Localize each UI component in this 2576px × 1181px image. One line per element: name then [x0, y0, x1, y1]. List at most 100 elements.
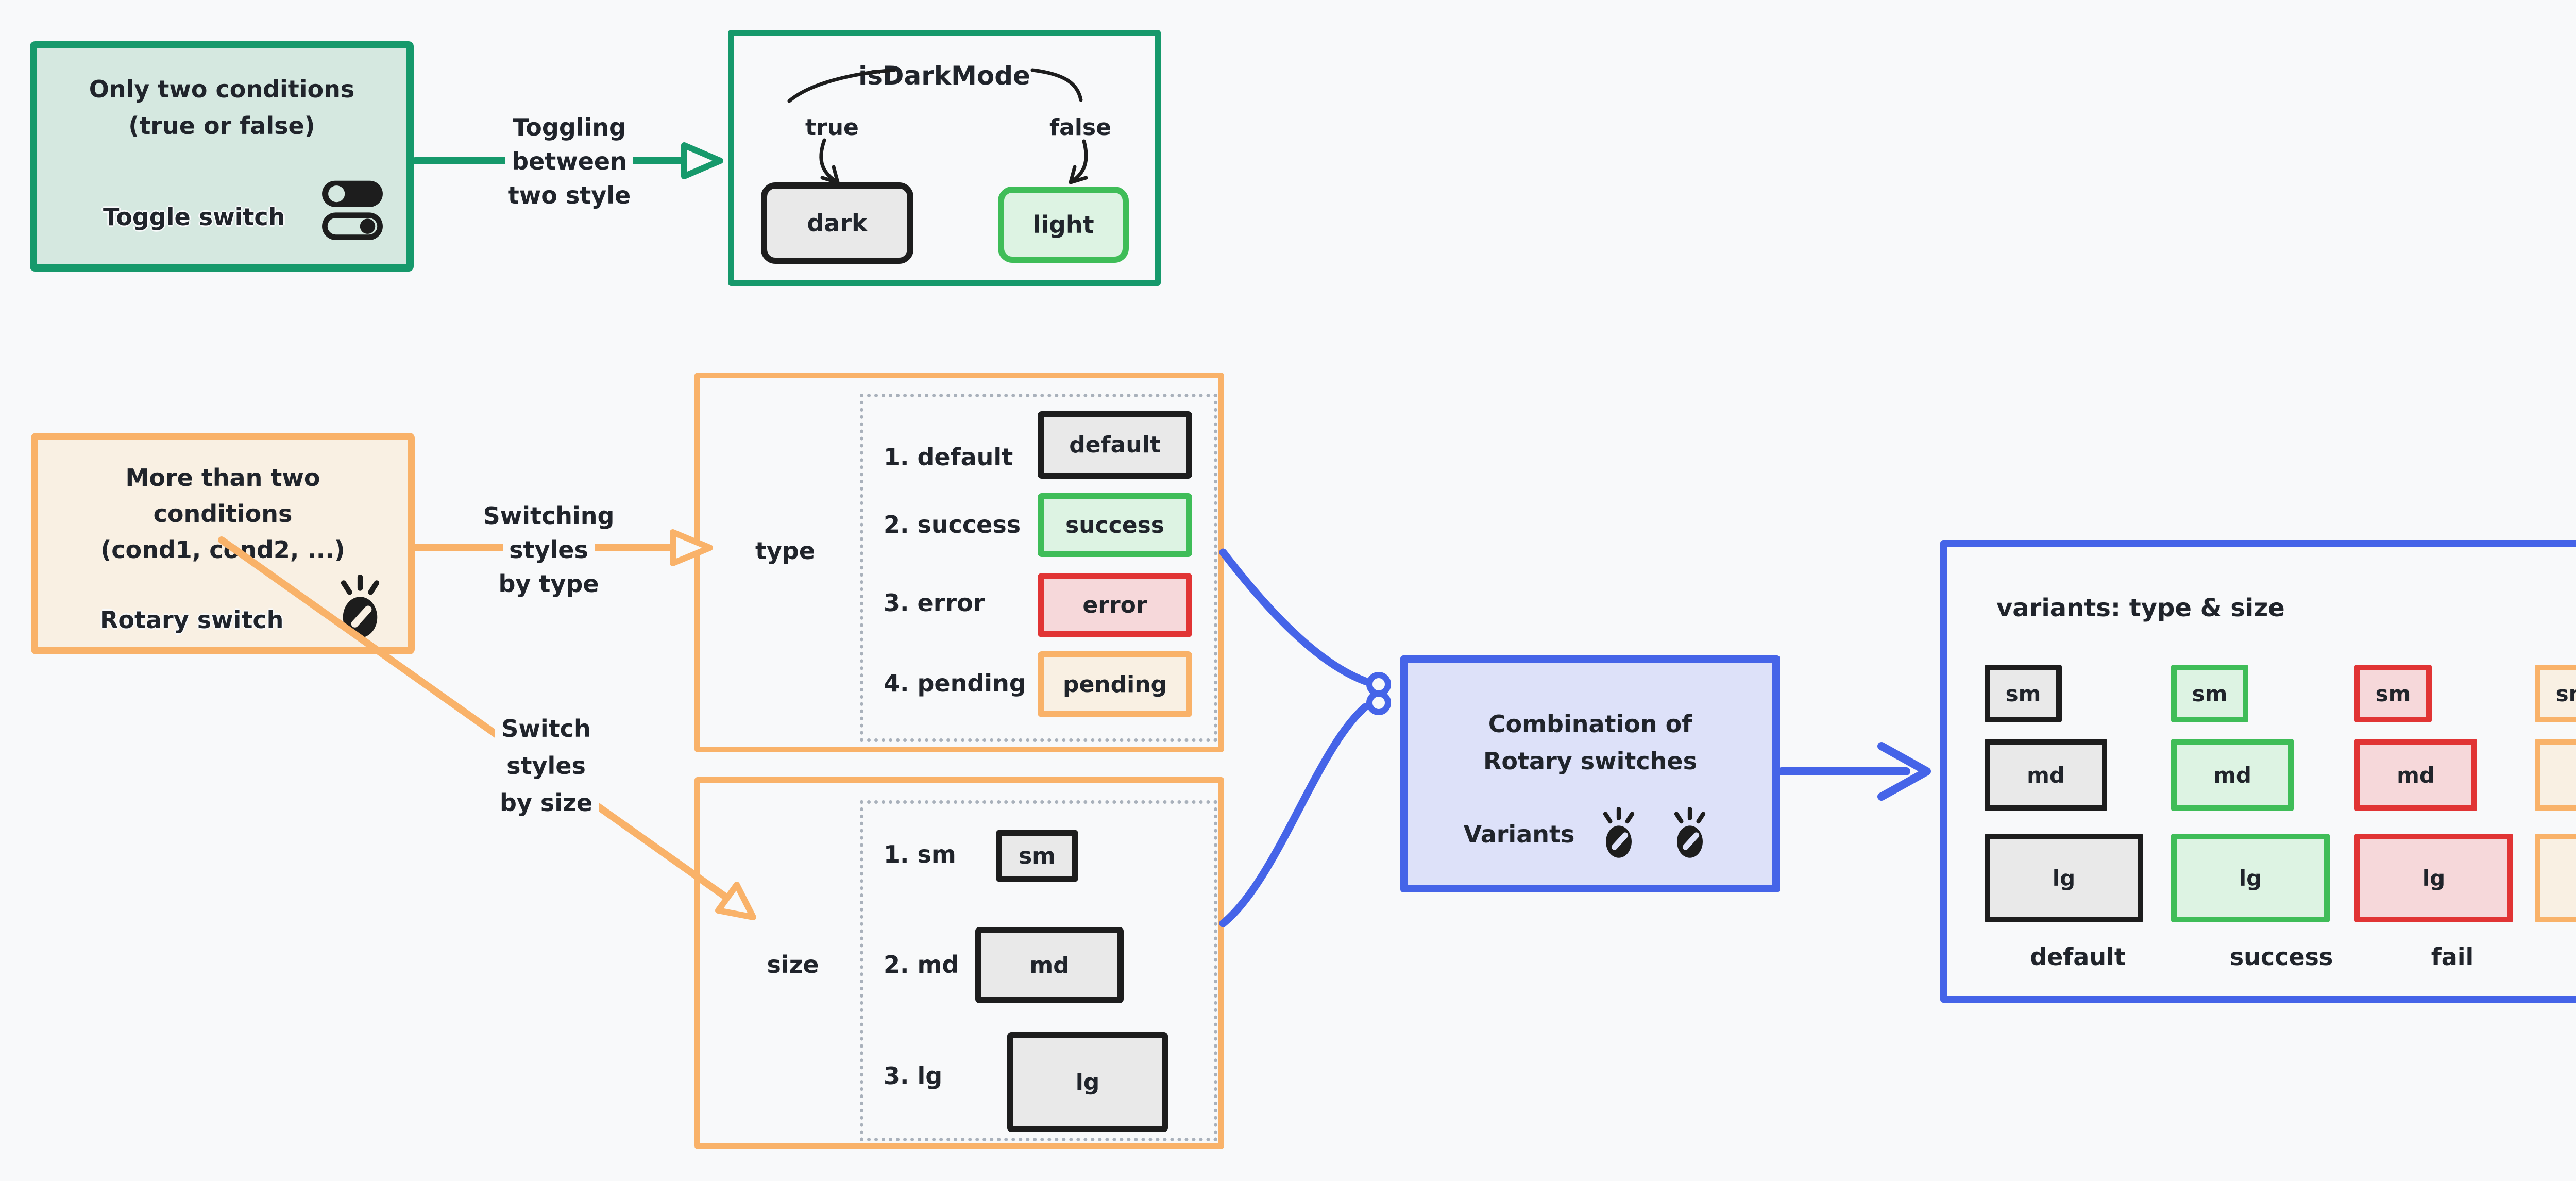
- isdarkmode-label[interactable]: isDarkMode: [858, 61, 1030, 91]
- rotary-switch-icon[interactable]: [327, 575, 393, 641]
- switching-by-type-label[interactable]: Switching styles by type: [461, 499, 636, 601]
- variant-column-label[interactable]: fail: [2431, 943, 2474, 971]
- combination-box[interactable]: Combination of Rotary switches Variants: [1400, 655, 1780, 892]
- connector-endpoint-circle[interactable]: [1366, 672, 1391, 697]
- variant-column-label[interactable]: default: [2030, 943, 2126, 971]
- chip-text: default: [1069, 432, 1161, 458]
- rotary-switch-icon[interactable]: [1592, 807, 1646, 861]
- dark-chip-label: dark: [807, 209, 868, 237]
- type-chip-default[interactable]: default: [1038, 411, 1192, 479]
- arrow-label-line: Switch: [495, 710, 597, 747]
- type-item-label: 4. pending: [884, 669, 1026, 697]
- arrow-combination-to-variants[interactable]: [1777, 742, 1931, 801]
- toggle-condition-line: Only two conditions: [89, 75, 355, 103]
- type-label[interactable]: type: [755, 537, 816, 565]
- chip-text: sm: [2555, 681, 2576, 706]
- variants-title[interactable]: variants: type & size: [1996, 594, 2285, 622]
- size-chip-md[interactable]: md: [975, 927, 1124, 1003]
- connector-size-to-combination[interactable]: [1219, 690, 1391, 927]
- false-label[interactable]: false: [1049, 114, 1111, 141]
- arrow-label-line: styles: [503, 533, 595, 567]
- type-item-label: 3. error: [884, 589, 985, 617]
- size-item-label: 1. sm: [884, 840, 956, 868]
- rotary-condition-box[interactable]: More than two conditions (cond1, cond2, …: [31, 433, 415, 654]
- variant-column-label[interactable]: success: [2229, 943, 2333, 971]
- variant-chip-fail-sm[interactable]: sm: [2354, 665, 2432, 722]
- arrow-label-line: two style: [501, 178, 637, 212]
- connector-endpoint-circle[interactable]: [1366, 690, 1391, 715]
- chip-text: md: [2213, 762, 2251, 788]
- size-label[interactable]: size: [767, 951, 819, 978]
- variant-chip-success-sm[interactable]: sm: [2171, 665, 2248, 722]
- rotary-condition-line: conditions: [153, 500, 293, 528]
- light-chip-label: light: [1032, 211, 1094, 239]
- chip-text: lg: [2422, 865, 2446, 891]
- variant-chip-pending-md[interactable]: md: [2535, 739, 2576, 811]
- size-options-dotted-frame: [860, 800, 1217, 1141]
- type-chip-error[interactable]: error: [1038, 573, 1192, 637]
- chip-text: error: [1082, 592, 1147, 618]
- variant-chip-fail-lg[interactable]: lg: [2354, 834, 2513, 922]
- variants-label: Variants: [1463, 820, 1575, 848]
- variant-chip-pending-sm[interactable]: sm: [2535, 665, 2576, 722]
- variant-column-label[interactable]: pending: [2560, 940, 2576, 968]
- connector-type-to-combination[interactable]: [1219, 548, 1391, 697]
- chip-text: success: [1065, 512, 1164, 538]
- chip-text: pending: [1062, 671, 1167, 698]
- rotary-switch-icon[interactable]: [1663, 807, 1717, 861]
- combination-text: Combination of Rotary switches: [1408, 705, 1772, 780]
- rotary-condition-line: More than two: [125, 464, 320, 492]
- rotary-condition-text: More than two conditions (cond1, cond2, …: [38, 460, 408, 568]
- variant-chip-pending-lg[interactable]: lg: [2535, 834, 2576, 922]
- arrow-label-line: between: [505, 144, 633, 178]
- light-chip[interactable]: light: [998, 187, 1129, 263]
- toggling-arrow-label[interactable]: Toggling between two style: [479, 110, 659, 212]
- arrow-label-line: Switching: [477, 499, 621, 533]
- size-box[interactable]: size 1. sm sm 2. md md 3. lg lg: [694, 777, 1224, 1149]
- chip-text: sm: [2005, 681, 2041, 706]
- chip-text: lg: [2239, 865, 2262, 891]
- size-chip-lg[interactable]: lg: [1007, 1032, 1168, 1132]
- chip-text: lg: [1075, 1069, 1100, 1095]
- arrow-label-line: Toggling: [506, 110, 632, 144]
- isdarkmode-box[interactable]: isDarkMode true false dark light: [728, 30, 1161, 286]
- type-options-dotted-frame: [860, 394, 1217, 742]
- chip-text: md: [2027, 762, 2065, 788]
- variant-chip-fail-md[interactable]: md: [2354, 739, 2477, 811]
- rotary-condition-line: (cond1, cond2, ...): [100, 536, 345, 564]
- variant-chip-success-md[interactable]: md: [2171, 739, 2294, 811]
- variants-box[interactable]: variants: type & size sm md lg default s…: [1940, 540, 2576, 1003]
- type-chip-pending[interactable]: pending: [1038, 651, 1192, 717]
- chip-text: md: [1029, 952, 1070, 978]
- rotary-switch-label: Rotary switch: [100, 606, 284, 634]
- arrow-label-line: styles: [500, 747, 592, 784]
- size-item-label: 2. md: [884, 951, 959, 978]
- variant-chip-default-sm[interactable]: sm: [1985, 665, 2062, 722]
- switch-by-size-label[interactable]: Switch styles by size: [459, 710, 634, 821]
- chip-text: sm: [2375, 681, 2411, 706]
- combination-line: Combination of: [1488, 710, 1692, 738]
- variants-row: Variants: [1408, 807, 1772, 861]
- arrow-label-line: by type: [492, 567, 605, 601]
- toggle-condition-box[interactable]: Only two conditions (true or false) Togg…: [30, 41, 414, 272]
- chip-text: sm: [1018, 842, 1056, 869]
- toggle-switch-icon[interactable]: [318, 175, 387, 244]
- type-item-label: 1. default: [884, 443, 1013, 471]
- toggle-condition-line: (true or false): [128, 112, 315, 140]
- chip-text: md: [2397, 762, 2435, 788]
- type-box[interactable]: type 1. default default 2. success succe…: [694, 373, 1224, 752]
- variant-chip-default-md[interactable]: md: [1985, 739, 2107, 811]
- arrow-label-line: by size: [493, 784, 599, 821]
- combination-line: Rotary switches: [1483, 747, 1697, 775]
- type-item-label: 2. success: [884, 511, 1021, 538]
- variant-chip-default-lg[interactable]: lg: [1985, 834, 2143, 922]
- variant-chip-success-lg[interactable]: lg: [2171, 834, 2330, 922]
- type-chip-success[interactable]: success: [1038, 493, 1192, 557]
- chip-text: sm: [2192, 681, 2228, 706]
- size-item-label: 3. lg: [884, 1062, 943, 1090]
- dark-chip[interactable]: dark: [761, 182, 913, 264]
- size-chip-sm[interactable]: sm: [996, 830, 1078, 882]
- true-label[interactable]: true: [805, 114, 859, 141]
- chip-text: lg: [2052, 865, 2076, 891]
